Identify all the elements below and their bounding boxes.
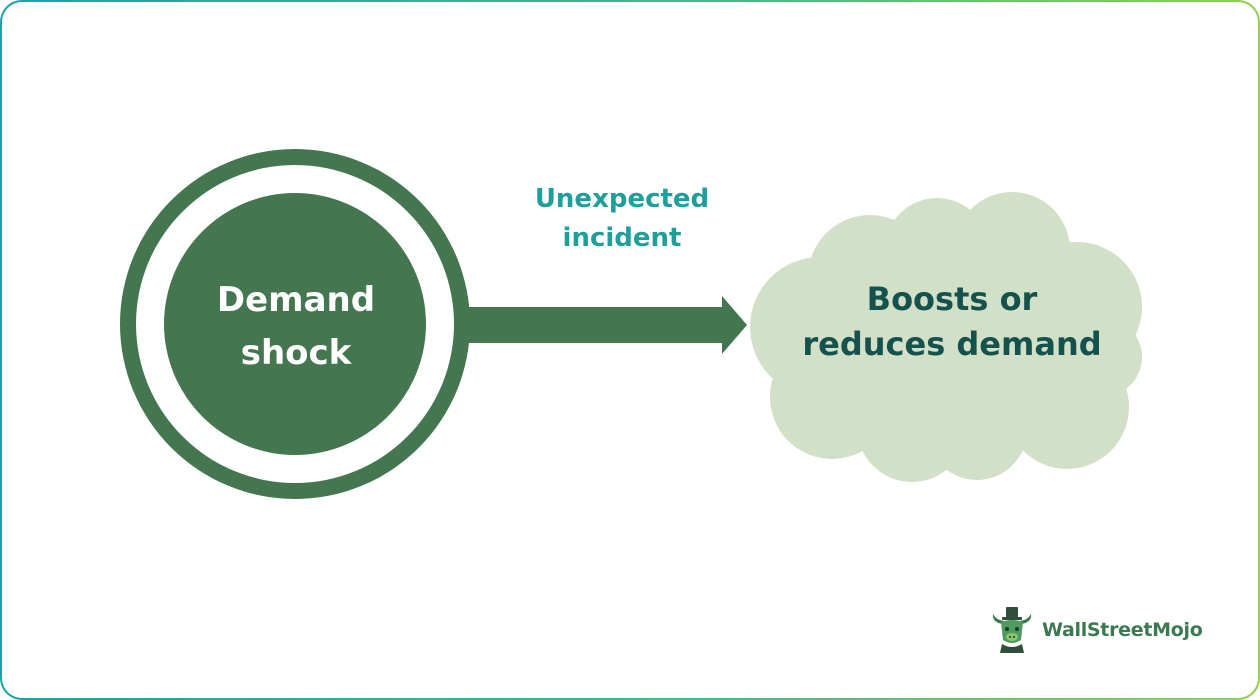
source-node-label: Demand shock (162, 274, 430, 379)
target-node-cloud (750, 192, 1142, 482)
flow-arrow (467, 296, 747, 354)
bull-mascot-icon (992, 607, 1032, 653)
source-node-label-line1: Demand (216, 280, 376, 320)
arrow-label: Unexpected incident (502, 180, 742, 258)
arrow-label-line1: Unexpected (534, 184, 710, 214)
brand-logo: WallStreetMojo (990, 606, 1203, 654)
brand-name: WallStreetMojo (1042, 619, 1203, 641)
source-node-circle (164, 193, 426, 455)
target-node-label-line2: reduces demand (802, 325, 1102, 364)
target-node-label-line1: Boosts or (866, 280, 1038, 318)
arrow-label-line2: incident (562, 223, 682, 253)
target-node-label: Boosts or reduces demand (762, 277, 1142, 368)
source-node-label-line2: shock (240, 332, 352, 373)
